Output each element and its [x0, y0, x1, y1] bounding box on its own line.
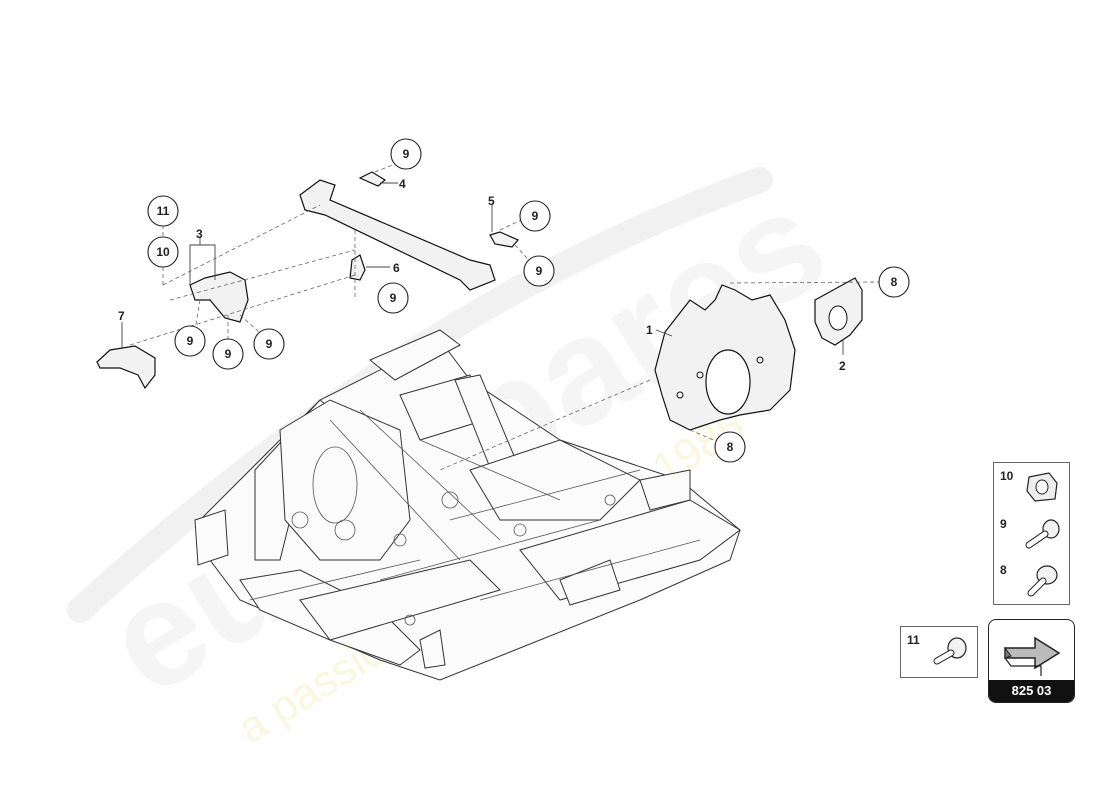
- part-3-bracket[interactable]: [189, 271, 249, 323]
- svg-text:8: 8: [891, 275, 898, 289]
- svg-text:9: 9: [536, 264, 543, 278]
- part-label-4: 4: [399, 177, 406, 191]
- callout-9-right-lower[interactable]: 9: [523, 255, 555, 287]
- catalog-number: 825 03: [989, 680, 1074, 702]
- part-label-1: 1: [646, 323, 653, 337]
- part-4-crossmember[interactable]: [299, 171, 496, 291]
- callout-9-top[interactable]: 9: [390, 138, 422, 170]
- part-label-3: 3: [196, 227, 203, 241]
- legend-item-8[interactable]: 8: [993, 557, 1070, 605]
- callout-8-right[interactable]: 8: [878, 266, 910, 298]
- callout-9-center[interactable]: 9: [377, 282, 409, 314]
- arrow-icon: [1004, 636, 1061, 676]
- bolt-icon: [1025, 519, 1060, 549]
- callout-9-left-c[interactable]: 9: [253, 328, 285, 360]
- callout-9-left-b[interactable]: 9: [212, 338, 244, 370]
- part-5-clip[interactable]: [489, 231, 519, 248]
- svg-text:9: 9: [403, 147, 410, 161]
- part-6-bracket[interactable]: [349, 254, 366, 281]
- callout-10[interactable]: 10: [147, 236, 179, 268]
- vehicle-frame: [194, 329, 741, 681]
- bolt-icon: [1027, 565, 1058, 597]
- part-label-5: 5: [488, 194, 495, 208]
- part-labels: 1 2 3 4 5 6 7: [118, 177, 846, 373]
- part-1-heat-shield[interactable]: [654, 284, 796, 431]
- svg-text:9: 9: [532, 209, 539, 223]
- callout-11[interactable]: 11: [147, 195, 179, 227]
- bolt-icon: [933, 637, 967, 665]
- callout-9-left-a[interactable]: 9: [174, 325, 206, 357]
- part-label-7: 7: [118, 309, 125, 323]
- leader-lines: [121, 182, 844, 355]
- catalog-page-button[interactable]: 825 03: [988, 619, 1075, 703]
- svg-text:11: 11: [157, 204, 170, 218]
- legend-item-11[interactable]: 11: [900, 626, 978, 678]
- cage-nut-icon: [1026, 472, 1058, 502]
- svg-text:9: 9: [266, 337, 273, 351]
- legend-item-10[interactable]: 10: [993, 462, 1070, 512]
- part-7-cover[interactable]: [96, 345, 156, 390]
- callout-9-right-upper[interactable]: 9: [519, 200, 551, 232]
- svg-text:8: 8: [727, 440, 734, 454]
- part-label-6: 6: [393, 261, 400, 275]
- svg-text:9: 9: [187, 334, 194, 348]
- part-label-2: 2: [839, 359, 846, 373]
- svg-text:10: 10: [156, 245, 170, 259]
- callout-8-bottom[interactable]: 8: [714, 431, 746, 463]
- legend-item-9[interactable]: 9: [993, 511, 1070, 558]
- svg-text:9: 9: [390, 291, 397, 305]
- svg-text:9: 9: [225, 347, 232, 361]
